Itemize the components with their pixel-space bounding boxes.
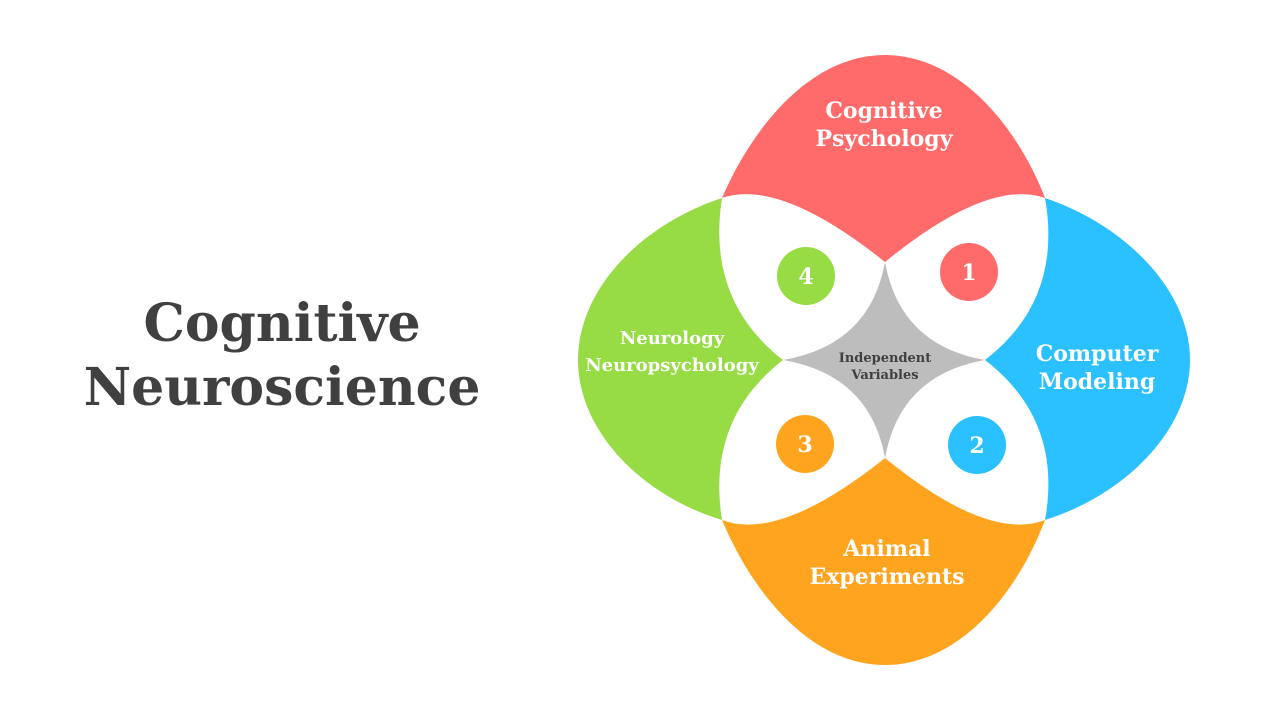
center-star (783, 262, 985, 458)
number-circle-1 (940, 243, 998, 301)
center-label-line-1: Independent (839, 351, 932, 366)
page-title: Cognitive Neuroscience (60, 292, 504, 420)
petal-label-right-line-2: Modeling (1039, 369, 1156, 395)
number-circle-3 (776, 415, 834, 473)
petal-label-top-line-2: Psychology (816, 126, 954, 152)
number-label-4: 4 (798, 264, 813, 290)
number-label-1: 1 (961, 260, 976, 286)
petal-label-left-line-2: Neuropsychology (585, 355, 759, 376)
title-line-2: Neuroscience (83, 357, 481, 418)
petal-label-bottom-line-1: Animal (842, 536, 930, 562)
petal-label-bottom-line-2: Experiments (809, 564, 964, 590)
number-circle-4 (777, 247, 835, 305)
petal-label-top-line-1: Cognitive (825, 98, 942, 124)
petal-label-right-line-1: Computer (1036, 341, 1159, 367)
petal-label-left-line-1: Neurology (620, 328, 725, 349)
title-line-1: Cognitive (143, 293, 421, 354)
number-label-2: 2 (969, 433, 984, 459)
number-label-3: 3 (797, 432, 812, 458)
center-label-line-2: Variables (850, 368, 918, 383)
number-circle-2 (948, 416, 1006, 474)
